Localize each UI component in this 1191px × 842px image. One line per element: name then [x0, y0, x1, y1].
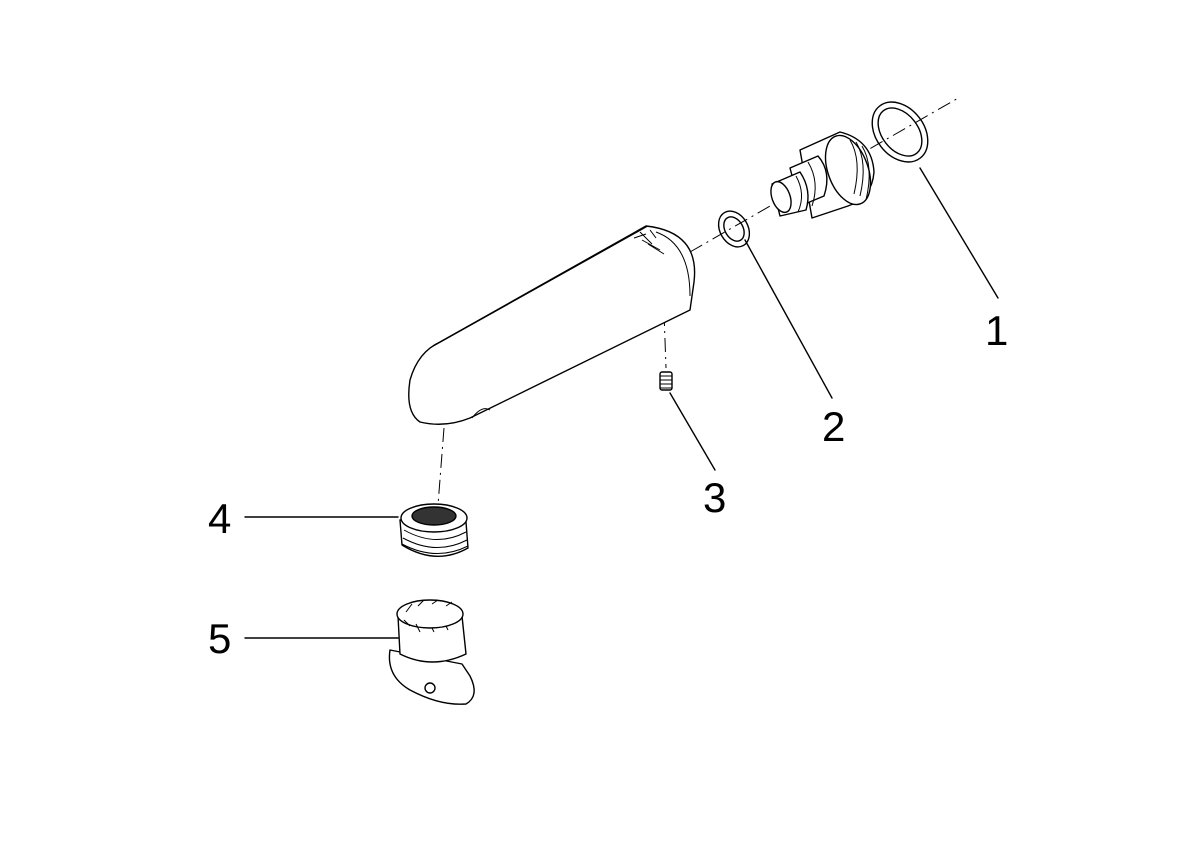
callout-5: 5	[208, 615, 232, 662]
part-3-set-screw	[659, 371, 673, 391]
threaded-adapter	[770, 131, 875, 219]
part-4-aerator	[399, 503, 469, 557]
callout-1: 1	[985, 307, 1009, 354]
brand-logo	[633, 229, 665, 255]
part-5-aerator-key	[388, 599, 475, 705]
callout-4: 4	[208, 495, 232, 542]
part-1-o-ring	[871, 101, 929, 163]
callout-3: 3	[703, 474, 727, 521]
spout-body	[408, 225, 696, 425]
leader-lines	[244, 167, 999, 639]
part-2-washer	[717, 210, 751, 248]
callout-2: 2	[822, 403, 846, 450]
